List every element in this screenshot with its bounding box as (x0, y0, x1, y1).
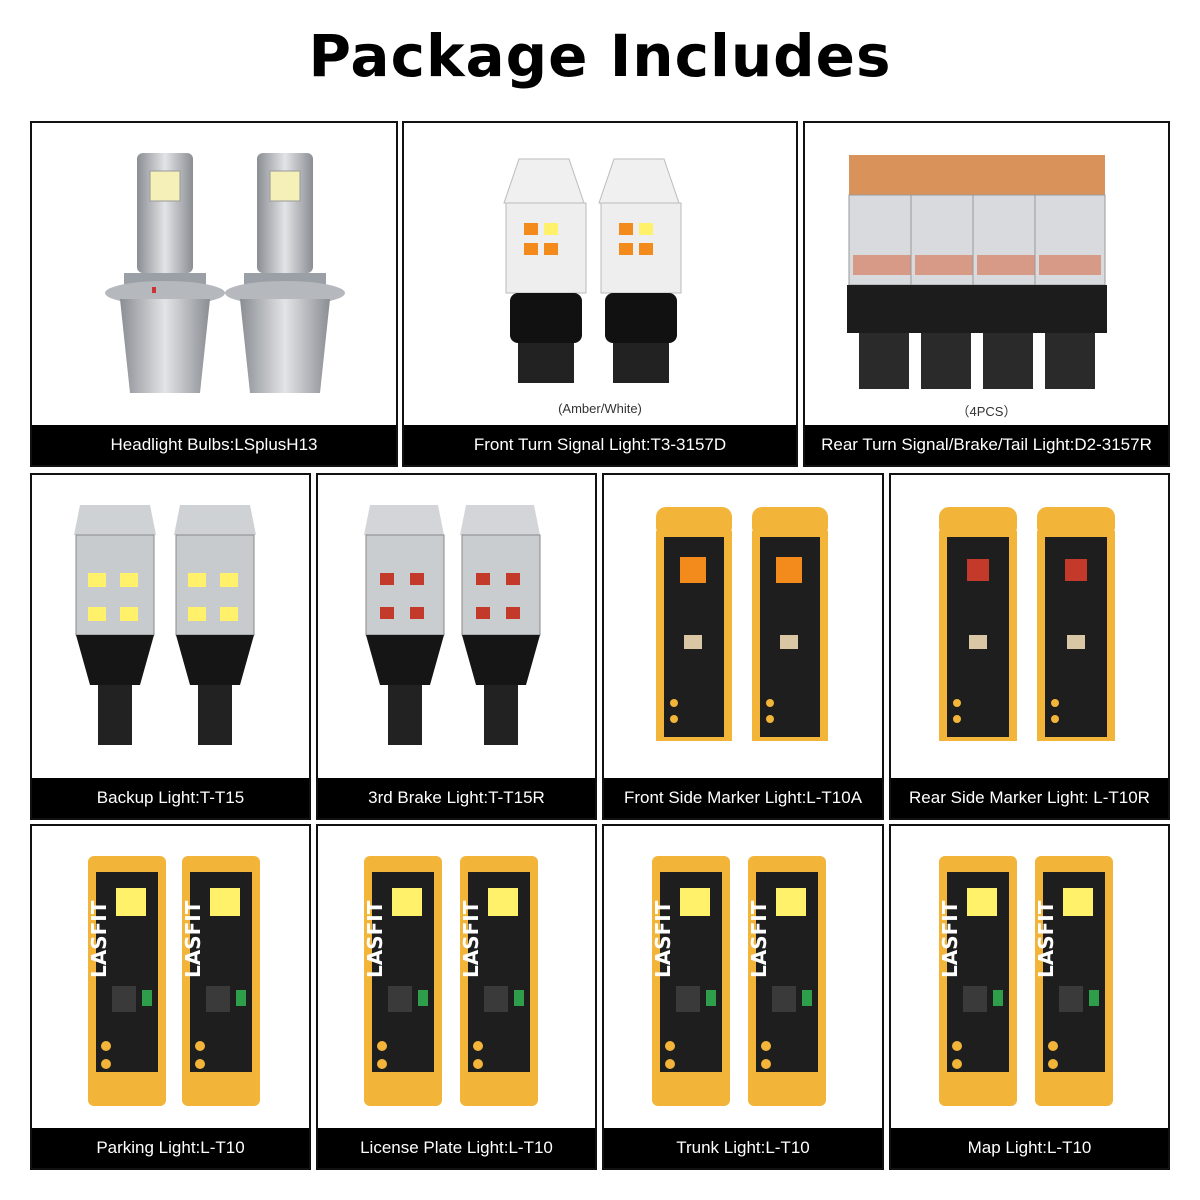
product-card-parking: LASFIT LASFIT Parking Light:L-T10 (30, 824, 311, 1170)
product-caption: Map Light:L-T10 (891, 1128, 1168, 1168)
3157-dual-color-bulb-icon (404, 123, 796, 403)
product-caption: 3rd Brake Light:T-T15R (318, 778, 595, 818)
product-card-rear-side-marker: Rear Side Marker Light: L-T10R (889, 473, 1170, 820)
product-caption: Rear Side Marker Light: L-T10R (891, 778, 1168, 818)
product-card-rear-turn: （4PCS） Rear Turn Signal/Brake/Tail Light… (803, 121, 1170, 467)
product-caption: Backup Light:T-T15 (32, 778, 309, 818)
product-note: （4PCS） (956, 404, 1017, 419)
t10-amber-bulb-icon (604, 475, 882, 775)
brand-mark: LASFIT (363, 900, 387, 978)
brand-mark: LASFIT (87, 900, 111, 978)
brand-mark: LASFIT (651, 900, 675, 978)
product-card-map: LASFIT LASFIT Map Light:L-T10 (889, 824, 1170, 1170)
product-caption: Front Turn Signal Light:T3-3157D (404, 425, 796, 465)
product-caption: Rear Turn Signal/Brake/Tail Light:D2-315… (805, 425, 1168, 465)
product-card-trunk: LASFIT LASFIT Trunk Light:L-T10 (602, 824, 884, 1170)
t10-white-bulb-icon: LASFIT LASFIT (891, 826, 1168, 1126)
product-caption: Headlight Bulbs:LSplusH13 (32, 425, 396, 465)
t10-red-bulb-icon (891, 475, 1168, 775)
brand-mark: LASFIT (459, 900, 483, 978)
t15-red-bulb-icon (318, 475, 595, 775)
3157-red-bulb-icon (805, 123, 1168, 403)
brand-mark: LASFIT (747, 900, 771, 978)
product-card-front-side-marker: Front Side Marker Light:L-T10A (602, 473, 884, 820)
product-card-backup: Backup Light:T-T15 (30, 473, 311, 820)
t10-white-bulb-icon: LASFIT LASFIT (318, 826, 595, 1126)
h13-headlight-bulb-icon (32, 123, 396, 423)
product-card-headlight: Headlight Bulbs:LSplusH13 (30, 121, 398, 467)
product-caption: Front Side Marker Light:L-T10A (604, 778, 882, 818)
product-card-3rd-brake: 3rd Brake Light:T-T15R (316, 473, 597, 820)
t10-white-bulb-icon: LASFIT LASFIT (604, 826, 882, 1126)
brand-mark: LASFIT (938, 900, 962, 978)
t15-white-bulb-icon (32, 475, 309, 775)
brand-mark: LASFIT (1034, 900, 1058, 978)
product-card-license-plate: LASFIT LASFIT License Plate Light:L-T10 (316, 824, 597, 1170)
brand-mark: LASFIT (181, 900, 205, 978)
product-caption: Trunk Light:L-T10 (604, 1128, 882, 1168)
product-card-front-turn: (Amber/White) Front Turn Signal Light:T3… (402, 121, 798, 467)
page-title: Package Includes (308, 22, 892, 90)
product-caption: License Plate Light:L-T10 (318, 1128, 595, 1168)
product-note: (Amber/White) (558, 401, 642, 416)
product-caption: Parking Light:L-T10 (32, 1128, 309, 1168)
t10-white-bulb-icon: LASFIT LASFIT (32, 826, 309, 1126)
